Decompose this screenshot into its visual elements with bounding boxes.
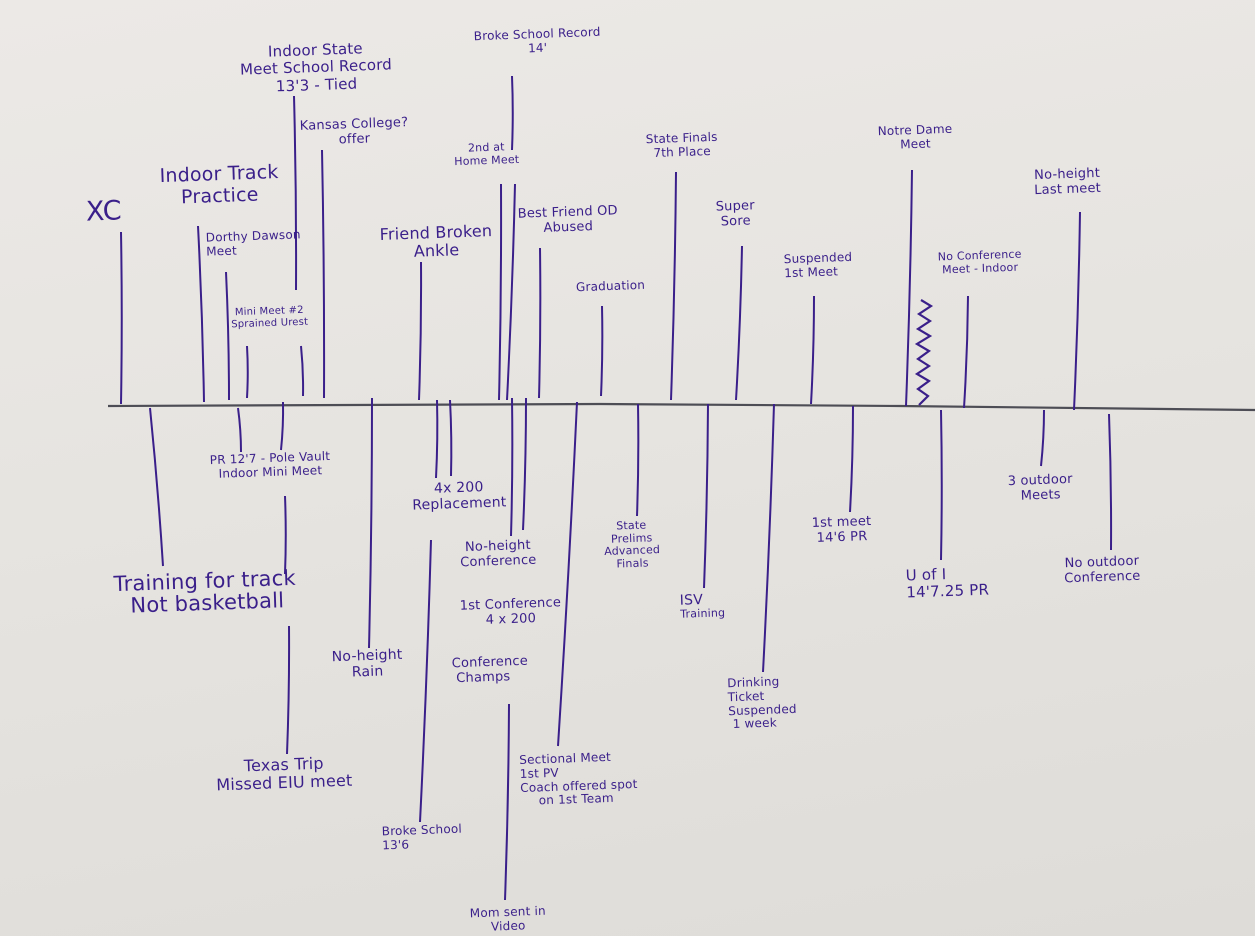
tick-training-for-track [149, 407, 164, 567]
event-label-super-sore: Super Sore [715, 198, 756, 230]
event-label-3-outdoor-meets: 3 outdoor Meets [1007, 471, 1073, 504]
event-label-friend-broken-ankle: Friend Broken Ankle [379, 221, 493, 262]
event-label-xc: XC [85, 195, 123, 228]
tick-u-of-i [940, 409, 943, 561]
event-label-u-of-i: U of I 14'7.25 PR [905, 565, 990, 602]
event-label-mom-sent-video: Mom sent in Video [469, 903, 547, 934]
tick-texas-trip [286, 625, 291, 755]
tick-drinking-ticket [762, 403, 775, 673]
event-label-4x200-replacement: 4x 200 Replacement [412, 479, 507, 514]
event-label-no-height-rain: No-height Rain [331, 646, 403, 681]
event-label-texas-trip: Texas Trip Missed EIU meet [216, 753, 353, 795]
tick-notre-dame-meet [905, 169, 913, 407]
tick-second-home-meet-b [506, 183, 516, 401]
event-label-state-prelims: State Prelims Advanced Finals [603, 518, 661, 571]
tick-best-friend-od [538, 247, 542, 399]
tick-kansas-college-offer [321, 149, 326, 399]
event-label-broke-school-13-6: Broke School 13'6 [381, 821, 463, 853]
event-label-dorothy-dawson-meet: Dorthy Dawson Meet [205, 227, 301, 259]
event-label-no-height-last-meet: No-height Last meet [1033, 165, 1102, 199]
tick-state-prelims [636, 403, 640, 517]
tick-indoor-state-record [293, 95, 298, 291]
tick-second-home-meet [498, 183, 503, 401]
tick-conference-champs [504, 703, 510, 901]
tick-mini-meet-2b [300, 345, 305, 397]
event-label-best-friend-od: Best Friend OD Abused [517, 203, 619, 236]
tick-xc [120, 231, 123, 405]
event-label-state-finals: State Finals 7th Place [645, 129, 718, 160]
tick-suspended-1st-meet [810, 295, 815, 405]
event-label-no-outdoor-conference: No outdoor Conference [1063, 553, 1141, 587]
scribble-mark [914, 299, 934, 406]
tick-dorothy-dawson-meet [225, 271, 230, 401]
event-label-no-conference-indoor: No Conference Meet - Indoor [937, 247, 1022, 276]
event-label-first-meet-14-6: 1st meet 14'6 PR [811, 513, 872, 546]
event-label-sectional-meet: Sectional Meet 1st PV Coach offered spot… [519, 749, 638, 808]
tick-broke-school-record-14 [511, 75, 514, 151]
tick-state-finals [670, 171, 677, 401]
tick-indoor-track-practice [197, 225, 205, 403]
tick-super-sore [735, 245, 743, 401]
event-label-kansas-college-offer: Kansas College? offer [299, 115, 409, 148]
tick-no-height-last-meet [1073, 211, 1081, 411]
event-label-first-conference-4x200: 1st Conference 4 x 200 [459, 595, 562, 628]
tick-no-height-conference-b [522, 397, 527, 531]
tick-pr-12-7-b [280, 401, 285, 451]
event-label-isv-training: ISV Training [679, 591, 726, 621]
tick-friend-broken-ankle [418, 261, 423, 401]
event-label-graduation: Graduation [575, 277, 646, 295]
event-label-notre-dame-meet: Notre Dame Meet [877, 121, 953, 152]
event-label-second-home-meet: 2nd at Home Meet [453, 140, 520, 168]
event-label-no-height-conference: No-height Conference [459, 537, 537, 571]
tick-first-meet-14-6 [849, 405, 854, 513]
tick-no-outdoor-conference [1108, 413, 1113, 551]
event-label-suspended-1st-meet: Suspended 1st Meet [783, 249, 853, 280]
tick-sectional-meet [557, 401, 578, 747]
tick-mini-meet-2a [246, 345, 249, 399]
timeline-axis [107, 402, 1255, 412]
event-label-pr-12-7: PR 12'7 - Pole Vault Indoor Mini Meet [209, 448, 331, 481]
event-label-conference-champs: Conference Champs [451, 653, 529, 687]
tick-graduation [600, 305, 604, 397]
tick-4x200-replacement [419, 539, 432, 823]
tick-4x200-b [449, 399, 453, 477]
event-label-broke-school-record-14: Broke School Record 14' [473, 24, 601, 56]
event-label-mini-meet-2: Mini Meet #2 Sprained Urest [231, 304, 309, 330]
event-label-drinking-ticket: Drinking Ticket Suspended 1 week [727, 674, 797, 732]
event-label-training-for-track: Training for track Not basketball [113, 565, 297, 618]
event-label-indoor-state-record: Indoor State Meet School Record 13'3 - T… [239, 39, 393, 95]
tick-pr-12-7-c [284, 495, 287, 575]
tick-pr-12-7-a [237, 407, 242, 453]
tick-isv-training [703, 403, 709, 589]
event-label-indoor-track-practice: Indoor Track Practice [159, 160, 279, 209]
tick-3-outdoor-meets [1040, 409, 1045, 467]
tick-no-height-conference-a [510, 397, 514, 537]
tick-4x200-a [435, 399, 439, 479]
tick-no-conference-indoor [963, 295, 969, 409]
tick-no-height-rain [368, 397, 373, 649]
